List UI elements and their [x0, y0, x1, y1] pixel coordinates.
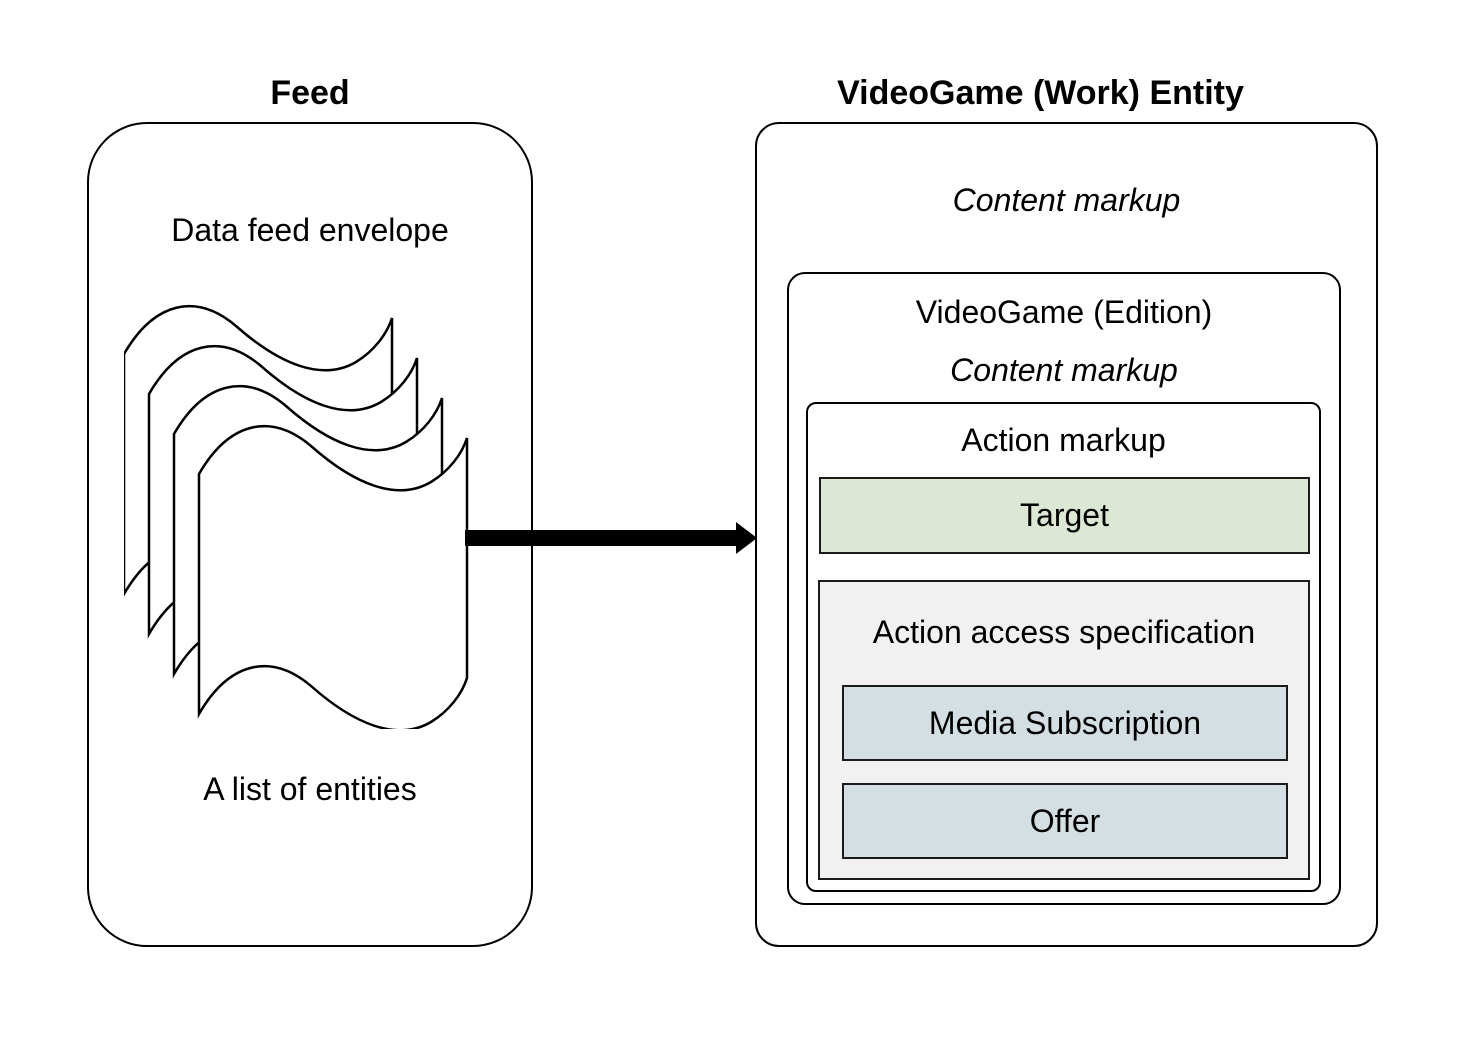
document-stack-icon: [124, 304, 469, 729]
feed-group-title: Feed: [270, 74, 350, 112]
action-markup-box: Action markup Target Action access speci…: [806, 402, 1321, 892]
target-box: Target: [819, 477, 1310, 554]
action-access-specification-label: Action access specification: [872, 614, 1256, 650]
feed-envelope-box: Data feed envelope A list of entities: [87, 122, 533, 947]
offer-label: Offer: [1029, 802, 1101, 839]
action-markup-label: Action markup: [961, 422, 1166, 458]
videogame-work-entity-box: Content markup VideoGame (Edition) Conte…: [755, 122, 1378, 947]
media-subscription-label: Media Subscription: [928, 704, 1202, 741]
target-label: Target: [1020, 497, 1109, 533]
work-content-markup-label: Content markup: [952, 182, 1181, 218]
flow-arrow-icon: [465, 522, 757, 554]
edition-content-markup-label: Content markup: [950, 352, 1178, 388]
videogame-edition-box: VideoGame (Edition) Content markup Actio…: [787, 272, 1341, 905]
offer-box: Offer: [842, 783, 1288, 859]
videogame-work-entity-title: VideoGame (Work) Entity: [837, 74, 1244, 112]
action-access-specification-box: Action access specification Media Subscr…: [818, 580, 1310, 880]
list-of-entities-label: A list of entities: [203, 771, 417, 807]
data-feed-envelope-label: Data feed envelope: [171, 212, 449, 248]
media-subscription-box: Media Subscription: [842, 685, 1288, 761]
videogame-edition-label: VideoGame (Edition): [915, 294, 1213, 330]
